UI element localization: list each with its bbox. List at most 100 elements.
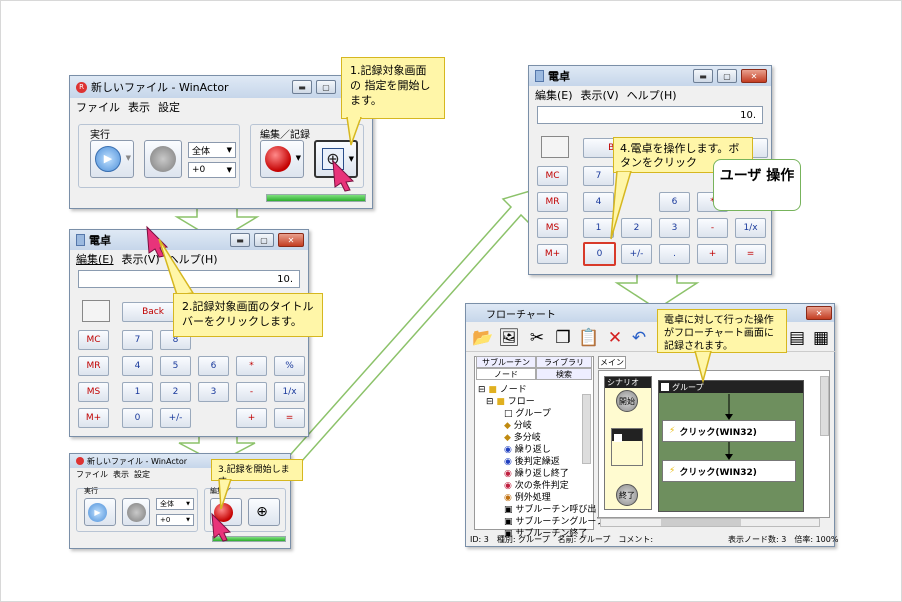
image-icon[interactable]: 🖼 — [498, 328, 520, 348]
calc-button-0[interactable]: 0 — [583, 242, 616, 266]
start-node[interactable]: 開始 — [616, 390, 638, 412]
calc-button-minus[interactable]: - — [236, 382, 267, 402]
menu-edit[interactable]: 編集(E) — [535, 89, 573, 102]
menu-help[interactable]: ヘルプ(H) — [626, 89, 677, 102]
export-icon[interactable]: ▤ — [788, 328, 806, 348]
calc-button-equals[interactable]: = — [274, 408, 305, 428]
settings-icon[interactable]: ▦ — [812, 328, 830, 348]
calc-button-7[interactable]: 7 — [583, 166, 614, 186]
tree-item-node[interactable]: ⊟ ■ ノード — [478, 385, 527, 395]
tree-item-group[interactable]: □ グループ — [478, 408, 605, 420]
menu-settings[interactable]: 設定 — [134, 470, 150, 479]
end-node[interactable]: 終了 — [616, 484, 638, 506]
menu-view[interactable]: 表示(V) — [580, 89, 619, 102]
calc-button-multiply[interactable]: * — [236, 356, 267, 376]
stop-button[interactable] — [122, 498, 150, 526]
canvas-vertical-scrollbar[interactable] — [820, 376, 829, 436]
menu-view[interactable]: 表示(V) — [121, 253, 160, 266]
scope-select[interactable]: 全体 ▼ — [188, 142, 236, 158]
delete-icon[interactable]: ✕ — [607, 328, 623, 348]
mini-group-node[interactable] — [611, 428, 643, 466]
offset-select[interactable]: +0▼ — [156, 514, 194, 526]
calc-button-6[interactable]: 6 — [659, 192, 690, 212]
calc-button-minus[interactable]: - — [697, 218, 728, 238]
undo-icon[interactable]: ↶ — [631, 328, 647, 348]
record-button[interactable]: ▼ — [260, 140, 304, 178]
scrollbar-thumb[interactable] — [661, 519, 741, 526]
paste-icon[interactable]: 📋 — [578, 328, 600, 348]
canvas-horizontal-scrollbar[interactable] — [600, 518, 820, 527]
calc-button-ms[interactable]: MS — [537, 218, 568, 238]
close-button[interactable]: ✕ — [278, 233, 304, 247]
calc-button-5[interactable]: 5 — [160, 356, 191, 376]
new-icon[interactable]: 📂 — [472, 328, 494, 348]
minimize-button[interactable]: ▬ — [693, 69, 713, 83]
calc-button-mplus[interactable]: M+ — [537, 244, 568, 264]
target-select-button[interactable]: ⊕ — [248, 498, 280, 526]
flow-node-click-2[interactable]: ⚡クリック(WIN32) — [662, 460, 796, 482]
calc-button-ms[interactable]: MS — [78, 382, 109, 402]
calc-button-reciprocal[interactable]: 1/x — [274, 382, 305, 402]
maximize-button[interactable]: ▢ — [316, 80, 336, 94]
menu-view[interactable]: 表示 — [113, 470, 129, 479]
tree-item-exception[interactable]: ◉ 例外処理 — [478, 492, 605, 504]
play-button[interactable]: ▶ — [84, 498, 116, 526]
offset-select[interactable]: +0 ▼ — [188, 162, 236, 178]
tree-item-post-loop[interactable]: ◉ 後判定繰返 — [478, 456, 605, 468]
calc-button-plus[interactable]: + — [697, 244, 728, 264]
calc-button-mr[interactable]: MR — [78, 356, 109, 376]
tab-main[interactable]: メイン — [598, 356, 626, 369]
menu-edit[interactable]: 編集(E) — [76, 253, 114, 266]
tree-item-loop-end[interactable]: ◉ 繰り返し終了 — [478, 468, 605, 480]
calc-button-percent[interactable]: % — [274, 356, 305, 376]
menu-file[interactable]: ファイル — [76, 101, 120, 114]
calc-button-2[interactable]: 2 — [621, 218, 652, 238]
scope-select[interactable]: 全体▼ — [156, 498, 194, 510]
calc-button-negate[interactable]: +/- — [160, 408, 191, 428]
calc-button-6[interactable]: 6 — [198, 356, 229, 376]
calc-button-1[interactable]: 1 — [122, 382, 153, 402]
calc-button-mplus[interactable]: M+ — [78, 408, 109, 428]
calc-button-3[interactable]: 3 — [198, 382, 229, 402]
calc-button-7[interactable]: 7 — [122, 330, 153, 350]
calc-button-plus[interactable]: + — [236, 408, 267, 428]
tree-item-flow[interactable]: ⊟ ■ フロー — [486, 397, 535, 407]
calc-button-mr[interactable]: MR — [537, 192, 568, 212]
tree-item-loop[interactable]: ◉ 繰り返し — [478, 444, 605, 456]
minimize-button[interactable]: ▬ — [230, 233, 250, 247]
flow-node-click-1[interactable]: ⚡クリック(WIN32) — [662, 420, 796, 442]
menu-file[interactable]: ファイル — [76, 470, 108, 479]
tab-library[interactable]: ライブラリ — [536, 356, 592, 368]
minimize-button[interactable]: ▬ — [292, 80, 312, 94]
calc-button-negate[interactable]: +/- — [621, 244, 652, 264]
calc-button-2[interactable]: 2 — [160, 382, 191, 402]
maximize-button[interactable]: ▢ — [254, 233, 274, 247]
calc-button-4[interactable]: 4 — [122, 356, 153, 376]
calc-button-0[interactable]: 0 — [122, 408, 153, 428]
close-button[interactable]: ✕ — [806, 306, 832, 320]
tab-search[interactable]: 検索 — [536, 368, 592, 380]
calc-button-mc[interactable]: MC — [537, 166, 568, 186]
calc-button-equals[interactable]: = — [735, 244, 766, 264]
calc-button-reciprocal[interactable]: 1/x — [735, 218, 766, 238]
play-button[interactable]: ▶ ▼ — [90, 140, 134, 178]
calc-button-3[interactable]: 3 — [659, 218, 690, 238]
menu-settings[interactable]: 設定 — [158, 101, 180, 114]
tree-item-branch[interactable]: ◆ 分岐 — [478, 420, 605, 432]
calc-button-mc[interactable]: MC — [78, 330, 109, 350]
tree-item-multibranch[interactable]: ◆ 多分岐 — [478, 432, 605, 444]
tab-subroutine[interactable]: サブルーチン — [476, 356, 536, 368]
tree-item-subroutine-group[interactable]: ▣ サブルーチングループ — [478, 516, 605, 528]
tab-node[interactable]: ノード — [476, 368, 536, 380]
menu-help[interactable]: ヘルプ(H) — [167, 253, 218, 266]
group-block[interactable]: グループ — [658, 380, 804, 512]
tree-scrollbar[interactable] — [582, 394, 591, 464]
stop-button[interactable] — [144, 140, 182, 178]
calc-button-4[interactable]: 4 — [583, 192, 614, 212]
menu-view[interactable]: 表示 — [128, 101, 150, 114]
calc-button-decimal[interactable]: . — [659, 244, 690, 264]
cut-icon[interactable]: ✂ — [529, 328, 545, 348]
tree-item-next-condition[interactable]: ◉ 次の条件判定 — [478, 480, 605, 492]
tree-item-subroutine-call[interactable]: ▣ サブルーチン呼び出し — [478, 504, 605, 516]
tree-item-subroutine-end[interactable]: ▣ サブルーチン終了 — [478, 528, 605, 540]
